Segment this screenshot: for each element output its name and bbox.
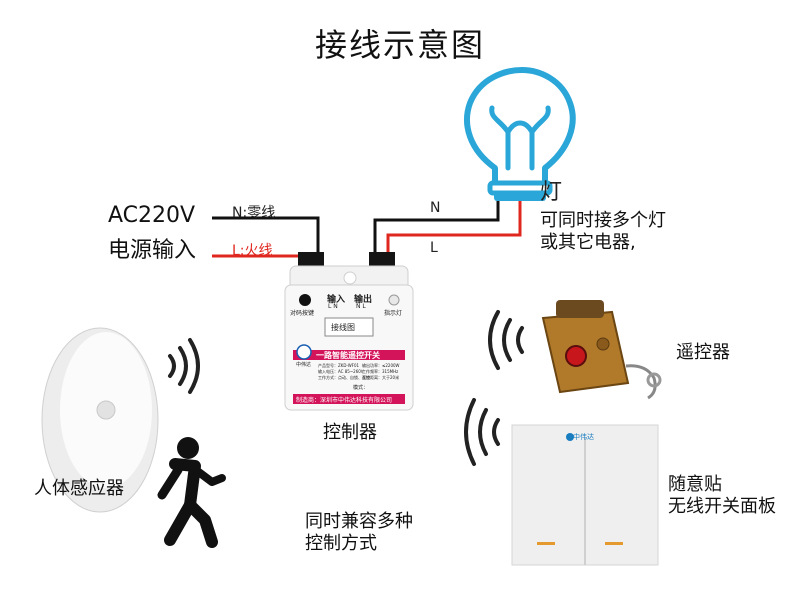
indicator-label: 指示灯 bbox=[384, 310, 403, 317]
spec-5: 工作频率：315MHz bbox=[362, 369, 399, 374]
page-title: 接线示意图 bbox=[314, 26, 485, 64]
live-wire-label: L:火线 bbox=[232, 243, 273, 259]
sensor-label: 人体感应器 bbox=[34, 478, 124, 499]
spec-2: 输入电压：AC 85~260V bbox=[318, 369, 364, 374]
lamp-note-2: 或其它电器, bbox=[540, 232, 636, 253]
pairing-button-label: 对码按键 bbox=[290, 310, 315, 317]
compat-line-2: 控制方式 bbox=[305, 533, 377, 554]
remote-icon bbox=[541, 300, 662, 400]
panel-signal-icon bbox=[464, 398, 500, 466]
power-input-label: 电源输入 bbox=[108, 238, 197, 263]
product-name: 一路智能遥控开关 bbox=[316, 351, 380, 360]
bulb-icon bbox=[464, 67, 576, 201]
output-label: 输出 bbox=[354, 295, 373, 305]
motion-sensor-icon bbox=[41, 327, 159, 513]
input-pins: L N bbox=[328, 303, 338, 310]
panel-brand: 中伟达 bbox=[573, 433, 594, 441]
controller-box bbox=[284, 265, 414, 411]
person-walking-icon bbox=[157, 437, 226, 548]
spec-1: 产品型号：ZKD-WF01 bbox=[318, 363, 360, 368]
mode-label: 模式： bbox=[353, 385, 369, 391]
lamp-label: 灯 bbox=[540, 180, 563, 205]
wall-panel bbox=[511, 424, 659, 566]
output-neutral-wire bbox=[373, 196, 500, 282]
spec-3: 工作方式：点动、自锁、互锁 bbox=[318, 375, 370, 380]
remote-signal-icon bbox=[488, 310, 524, 370]
panel-label-1: 随意贴 bbox=[668, 474, 722, 495]
remote-label: 遥控器 bbox=[676, 342, 730, 363]
neutral-wire-label: N:零线 bbox=[232, 205, 276, 221]
output-live-mark: L bbox=[430, 240, 438, 256]
input-label: 输入 bbox=[327, 295, 346, 305]
controller-brand: 中伟达 bbox=[296, 362, 312, 368]
output-neutral-mark: N bbox=[430, 200, 441, 216]
sensor-signal-icon bbox=[168, 338, 200, 394]
spec-6: 遥控距离：大于20米 bbox=[362, 375, 400, 380]
spec-4: 输出功率：≤2200W bbox=[362, 363, 400, 368]
voltage-label: AC220V bbox=[108, 203, 196, 228]
panel-label-2: 无线开关面板 bbox=[668, 496, 776, 517]
compat-line-1: 同时兼容多种 bbox=[305, 511, 413, 532]
lamp-note-1: 可同时接多个灯 bbox=[540, 210, 666, 231]
output-pins: N L bbox=[356, 303, 366, 310]
controller-caption: 控制器 bbox=[323, 422, 377, 443]
manufacturer-label: 制造商：深圳市中伟达科技有限公司 bbox=[296, 397, 393, 404]
diagram-label: 接线图 bbox=[331, 323, 355, 332]
